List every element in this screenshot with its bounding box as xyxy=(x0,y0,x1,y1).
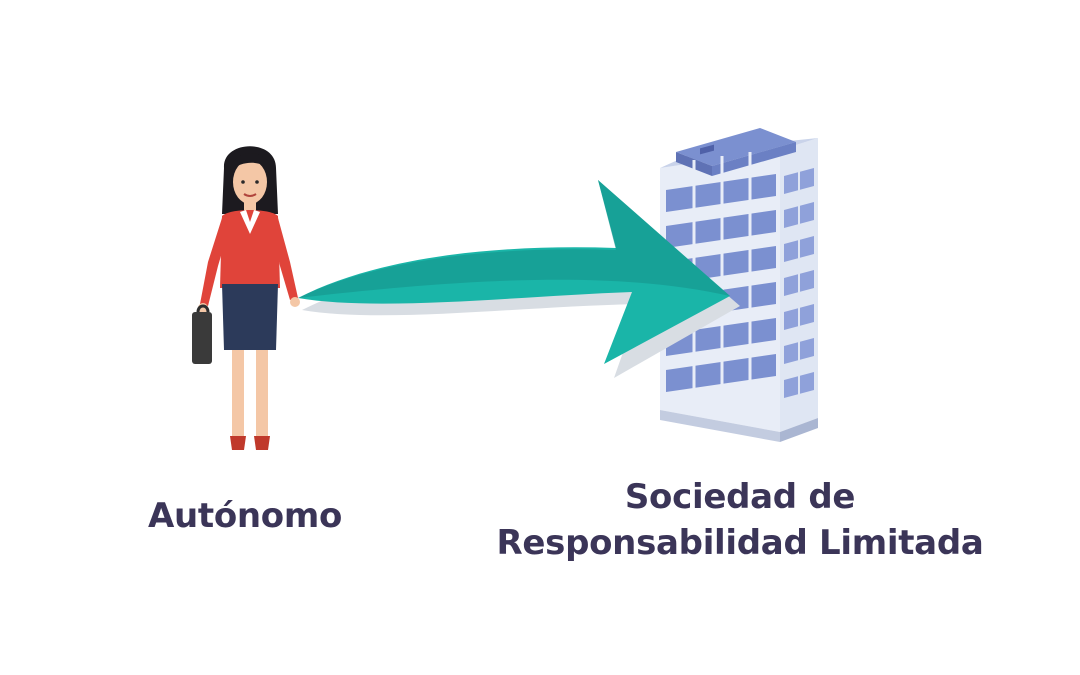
curved-arrow-icon xyxy=(298,180,740,378)
businesswoman-icon xyxy=(192,146,300,450)
sociedad-label: Sociedad de Responsabilidad Limitada xyxy=(480,474,1000,566)
sociedad-label-line2: Responsabilidad Limitada xyxy=(496,523,984,563)
sociedad-label-line1: Sociedad de xyxy=(624,477,856,517)
autonomo-label: Autónomo xyxy=(147,496,343,536)
